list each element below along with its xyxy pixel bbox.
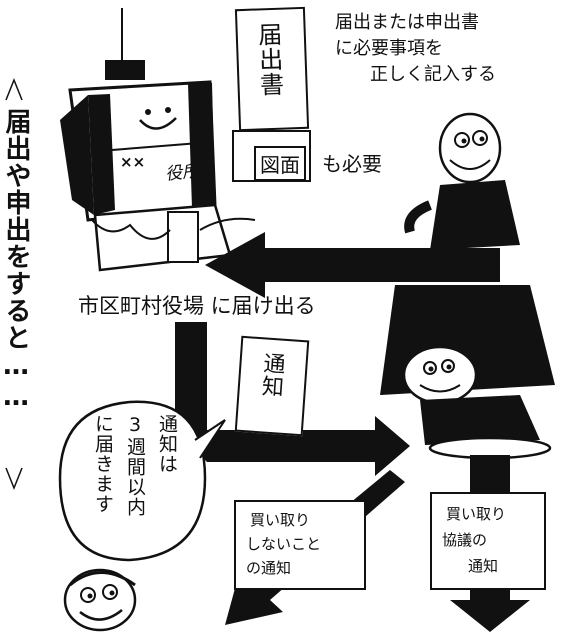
- office-marks: ××: [120, 153, 146, 171]
- no-purchase-line-1: 買い取り: [250, 511, 311, 529]
- purchase-line-2: 協議の: [442, 531, 488, 549]
- form-instruction-line-3: 正しく記入する: [370, 64, 496, 85]
- no-purchase-box: 買い取り しないこと の通知: [234, 500, 366, 590]
- speech-bubble-tail: [194, 419, 226, 459]
- map-suffix: も必要: [322, 152, 382, 176]
- form-document: 届出書: [234, 6, 310, 132]
- title-vertical: 届出や申出をすると……: [1, 108, 31, 413]
- purchase-line-3: 通知: [468, 557, 499, 575]
- speech-bubble: [58, 400, 207, 562]
- arrow-submit-left: [205, 232, 500, 298]
- purchase-line-1: 買い取り: [446, 505, 507, 523]
- man-bottom-figure: [63, 568, 137, 632]
- purchase-box: 買い取り 協議の 通知: [430, 492, 546, 590]
- form-instruction-line-1: 届出または申出書: [335, 12, 479, 33]
- office-sign: 役所: [164, 161, 201, 185]
- bubble-line-2: 3週間以内: [124, 414, 146, 517]
- no-purchase-line-3: の通知: [246, 559, 292, 577]
- notice-document-label: 通知: [257, 351, 286, 399]
- form-instruction-line-2: に必要事項を: [335, 38, 443, 59]
- no-purchase-line-2: しないこと: [246, 535, 322, 553]
- title-bracket-bottom: [5, 467, 23, 491]
- man-top-figure: [404, 112, 520, 270]
- bubble-line-1: 通知は: [156, 414, 178, 474]
- city-office-building: [60, 8, 256, 272]
- submit-label: 市区町村役場 に届け出る: [78, 294, 316, 318]
- arrow-notice-right: [175, 416, 410, 476]
- notice-legs: [231, 431, 291, 452]
- map-label: 図面: [254, 146, 306, 181]
- title-bracket-top: [5, 77, 23, 101]
- form-document-label: 届出書: [253, 21, 284, 98]
- bubble-line-3: に届きます: [92, 414, 114, 514]
- notice-document: 通知: [234, 335, 310, 437]
